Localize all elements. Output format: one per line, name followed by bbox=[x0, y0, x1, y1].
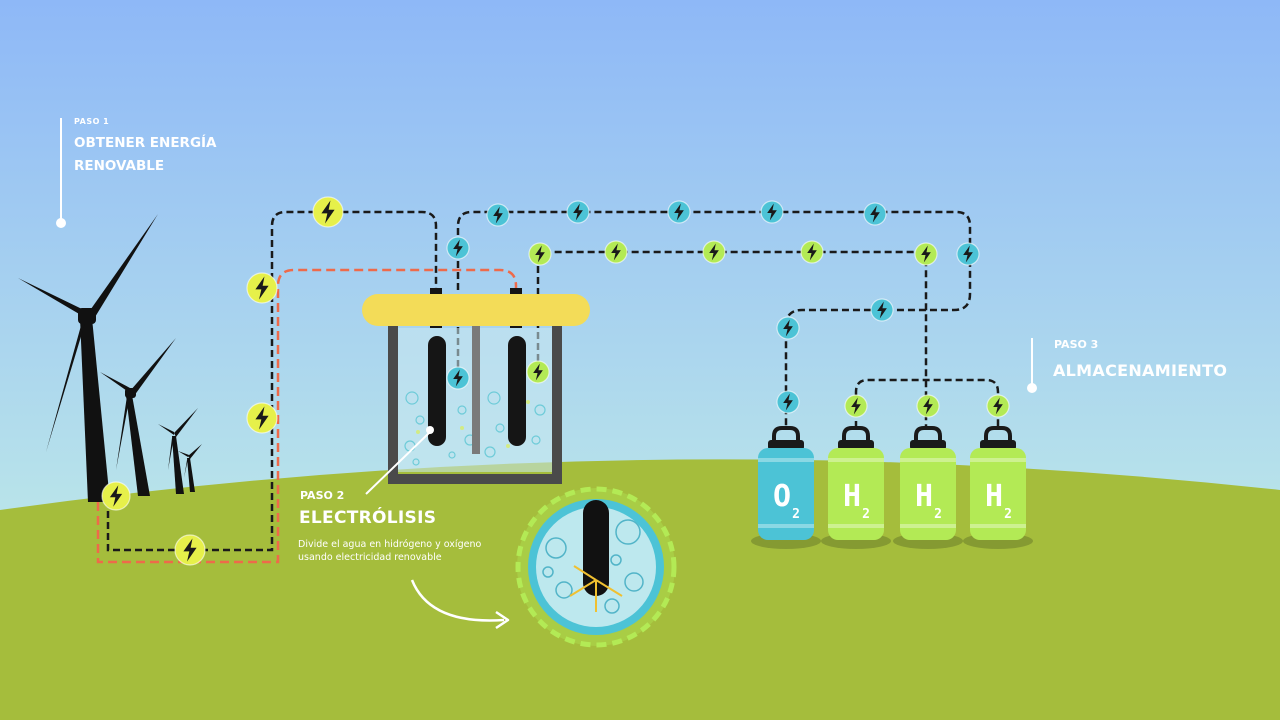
lightning-bolt-icon bbox=[174, 534, 206, 566]
hydrogen-tank: H2 bbox=[963, 426, 1033, 549]
lightning-bolt-icon bbox=[604, 240, 628, 264]
electrolyzer bbox=[362, 288, 590, 484]
step3-line bbox=[1031, 338, 1033, 386]
tank-bottom bbox=[388, 474, 562, 484]
electrolyzer-lid bbox=[362, 294, 590, 326]
wind-turbine-small bbox=[158, 408, 198, 494]
lightning-bolt-icon bbox=[776, 316, 800, 340]
step3-number: PASO 3 bbox=[1054, 338, 1099, 351]
step1-number: PASO 1 bbox=[74, 117, 110, 126]
lightning-bolt-icon bbox=[863, 202, 887, 226]
step3-dot bbox=[1027, 383, 1037, 393]
energy-markers bbox=[101, 196, 1010, 566]
tank-subscript: 2 bbox=[934, 507, 942, 522]
membrane bbox=[472, 326, 480, 454]
lightning-bolt-icon bbox=[986, 394, 1010, 418]
step2-desc-line2: usando electricidad renovable bbox=[298, 552, 442, 563]
lightning-bolt-icon bbox=[446, 236, 470, 260]
cathode bbox=[428, 336, 446, 446]
oxygen-tank: O2 bbox=[751, 426, 821, 549]
tank-subscript: 2 bbox=[1004, 507, 1012, 522]
tank-subscript: 2 bbox=[792, 507, 800, 522]
lightning-bolt-icon bbox=[101, 481, 131, 511]
step1-title: OBTENER ENERGÍA RENOVABLE bbox=[74, 132, 274, 178]
tank-symbol: H bbox=[843, 479, 861, 514]
tank-subscript: 2 bbox=[862, 507, 870, 522]
lightning-bolt-icon bbox=[776, 390, 800, 414]
bubbles bbox=[404, 391, 546, 466]
wind-turbines bbox=[18, 214, 202, 502]
lightning-bolt-icon bbox=[870, 298, 894, 322]
hydrogen-tank: H2 bbox=[893, 426, 963, 549]
tank-symbol: H bbox=[915, 479, 933, 514]
arrow-icon bbox=[410, 579, 505, 622]
lightning-bolt-icon bbox=[566, 200, 590, 224]
lightning-bolt-icon bbox=[916, 394, 940, 418]
tank-symbol: H bbox=[985, 479, 1003, 514]
step2-number: PASO 2 bbox=[300, 489, 345, 502]
lightning-bolt-icon bbox=[844, 394, 868, 418]
lightning-bolt-icon bbox=[956, 242, 980, 266]
wind-turbine-medium bbox=[100, 338, 176, 496]
lightning-bolt-icon bbox=[528, 242, 552, 266]
anode bbox=[508, 336, 526, 446]
lightning-bolt-icon bbox=[760, 200, 784, 224]
lightning-bolt-icon bbox=[800, 240, 824, 264]
lightning-bolt-icon bbox=[914, 242, 938, 266]
lightning-bolt-icon bbox=[312, 196, 344, 228]
lightning-bolt-icon bbox=[486, 203, 510, 227]
pointer-line bbox=[365, 431, 431, 495]
electrode-zoom bbox=[515, 486, 677, 648]
lightning-bolt-icon bbox=[446, 366, 470, 390]
lightning-bolt-icon bbox=[702, 240, 726, 264]
step1-line bbox=[60, 118, 62, 222]
step2-title: ELECTRÓLISIS bbox=[299, 508, 437, 528]
lightning-bolt-icon bbox=[526, 360, 550, 384]
step3-title: ALMACENAMIENTO bbox=[1053, 361, 1228, 380]
step2-description: Divide el agua en hidrógeno y oxígeno us… bbox=[298, 538, 538, 564]
lightning-bolt-icon bbox=[667, 200, 691, 224]
lightning-bolt-icon bbox=[246, 272, 278, 304]
step2-desc-line1: Divide el agua en hidrógeno y oxígeno bbox=[298, 539, 482, 550]
step1-dot bbox=[56, 218, 66, 228]
lightning-bolt-icon bbox=[246, 402, 278, 434]
step1-title-line1: OBTENER ENERGÍA bbox=[74, 135, 217, 151]
wind-turbine-large bbox=[18, 214, 158, 502]
tank-symbol: O bbox=[773, 479, 791, 514]
step1-title-line2: RENOVABLE bbox=[74, 158, 165, 174]
hydrogen-manifold bbox=[854, 378, 1000, 428]
tank-wall-right bbox=[552, 322, 562, 484]
wind-turbine-tiny bbox=[178, 444, 202, 492]
tank-wall-left bbox=[388, 322, 398, 484]
hydrogen-tank: H2 bbox=[821, 426, 891, 549]
